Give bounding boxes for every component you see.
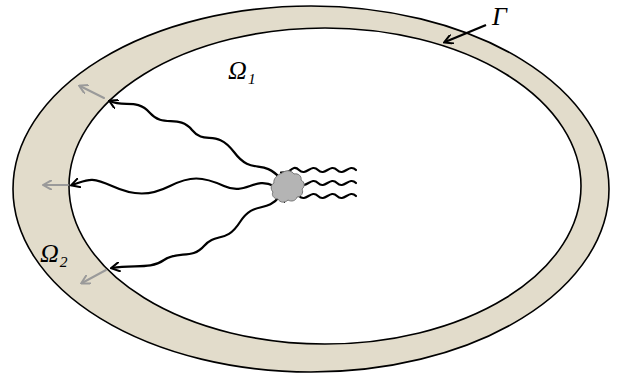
boundary-label: Γ: [492, 4, 507, 30]
region-label: Ω₁: [228, 58, 256, 84]
inner-region: Ω₁: [68, 27, 582, 345]
ellipse-outline: [68, 27, 582, 345]
outer-band: Ω₂ Ω₁: [12, 5, 610, 373]
region-label: Ω₂: [40, 241, 68, 267]
